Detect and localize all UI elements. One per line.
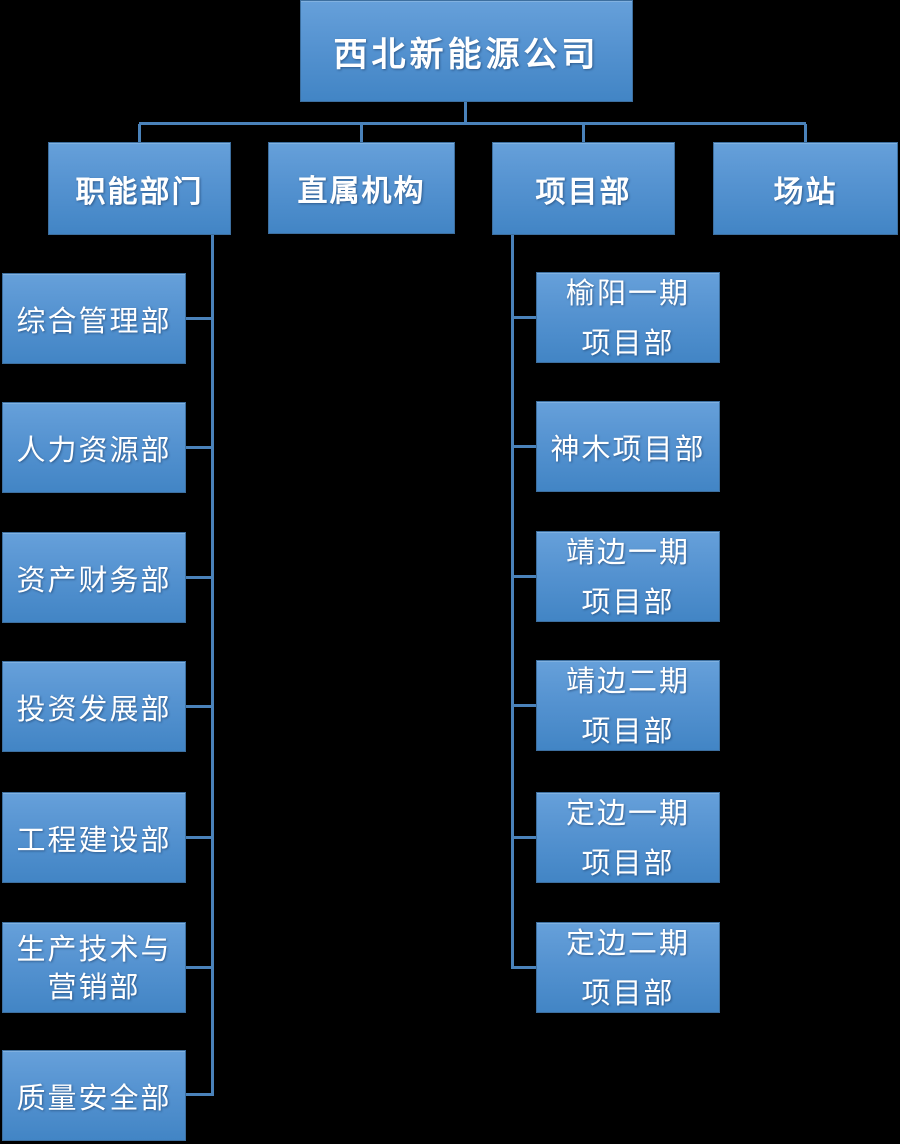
connector-left-1 — [186, 446, 212, 449]
node-quality-safety: 质量安全部 — [2, 1050, 186, 1141]
connector-right-5 — [511, 966, 536, 969]
connector-right-trunk — [511, 235, 514, 969]
connector-right-2 — [511, 575, 536, 578]
node-label-line2: 项目部 — [581, 584, 675, 619]
node-label: 神木项目部 — [550, 431, 706, 466]
node-human-resources: 人力资源部 — [2, 402, 186, 493]
node-asset-finance: 资产财务部 — [2, 532, 186, 623]
node-label: 人力资源部 — [16, 432, 172, 467]
node-direct-institutions: 直属机构 — [268, 142, 455, 234]
node-engineering-construction: 工程建设部 — [2, 792, 186, 883]
connector-root-stub — [464, 102, 467, 123]
node-dingbian-phase2-project: 定边二期 项目部 — [536, 922, 720, 1013]
connector-spine — [139, 122, 806, 125]
connector-drop-station — [804, 124, 807, 142]
node-root-company: 西北新能源公司 — [300, 0, 633, 102]
node-jingbian-phase2-project: 靖边二期 项目部 — [536, 660, 720, 751]
node-label-line2: 项目部 — [581, 845, 675, 880]
node-label-line1: 靖边二期 — [565, 663, 690, 698]
node-label-line2: 营销部 — [47, 969, 141, 1004]
node-label: 西北新能源公司 — [333, 34, 600, 75]
node-production-tech-marketing: 生产技术与 营销部 — [2, 922, 186, 1013]
connector-right-3 — [511, 704, 536, 707]
node-label: 质量安全部 — [16, 1080, 172, 1115]
node-label-line1: 生产技术与 — [16, 931, 172, 966]
node-label-line1: 靖边一期 — [565, 534, 690, 569]
connector-left-5 — [186, 966, 212, 969]
node-label: 投资发展部 — [16, 691, 172, 726]
node-label: 直属机构 — [297, 174, 426, 209]
node-project-department: 项目部 — [492, 142, 675, 235]
connector-right-0 — [511, 316, 536, 319]
node-general-management: 综合管理部 — [2, 273, 186, 364]
node-jingbian-phase1-project: 靖边一期 项目部 — [536, 531, 720, 622]
connector-left-3 — [186, 705, 212, 708]
connector-drop-project — [582, 124, 585, 142]
node-label: 综合管理部 — [16, 303, 172, 338]
node-label: 资产财务部 — [16, 562, 172, 597]
node-shenmu-project: 神木项目部 — [536, 401, 720, 492]
node-dingbian-phase1-project: 定边一期 项目部 — [536, 792, 720, 883]
node-label-line2: 项目部 — [581, 325, 675, 360]
connector-left-2 — [186, 576, 212, 579]
connector-drop-direct — [360, 124, 363, 142]
node-label: 职能部门 — [75, 174, 204, 210]
connector-left-0 — [186, 317, 212, 320]
connector-right-1 — [511, 445, 536, 448]
node-functional-departments: 职能部门 — [48, 142, 231, 235]
connector-left-trunk — [211, 235, 214, 1096]
node-label-line1: 定边一期 — [565, 795, 690, 830]
connector-drop-functional — [138, 124, 141, 142]
node-label: 场站 — [773, 174, 838, 210]
node-label-line1: 榆阳一期 — [565, 275, 690, 310]
node-label-line2: 项目部 — [581, 975, 675, 1010]
connector-left-4 — [186, 836, 212, 839]
connector-right-4 — [511, 836, 536, 839]
node-label-line2: 项目部 — [581, 713, 675, 748]
node-label: 工程建设部 — [16, 822, 172, 857]
node-label-line1: 定边二期 — [565, 925, 690, 960]
node-label: 项目部 — [535, 174, 632, 210]
node-investment-development: 投资发展部 — [2, 661, 186, 752]
node-yuyang-phase1-project: 榆阳一期 项目部 — [536, 272, 720, 363]
node-stations: 场站 — [713, 142, 898, 235]
connector-left-6 — [186, 1093, 212, 1096]
